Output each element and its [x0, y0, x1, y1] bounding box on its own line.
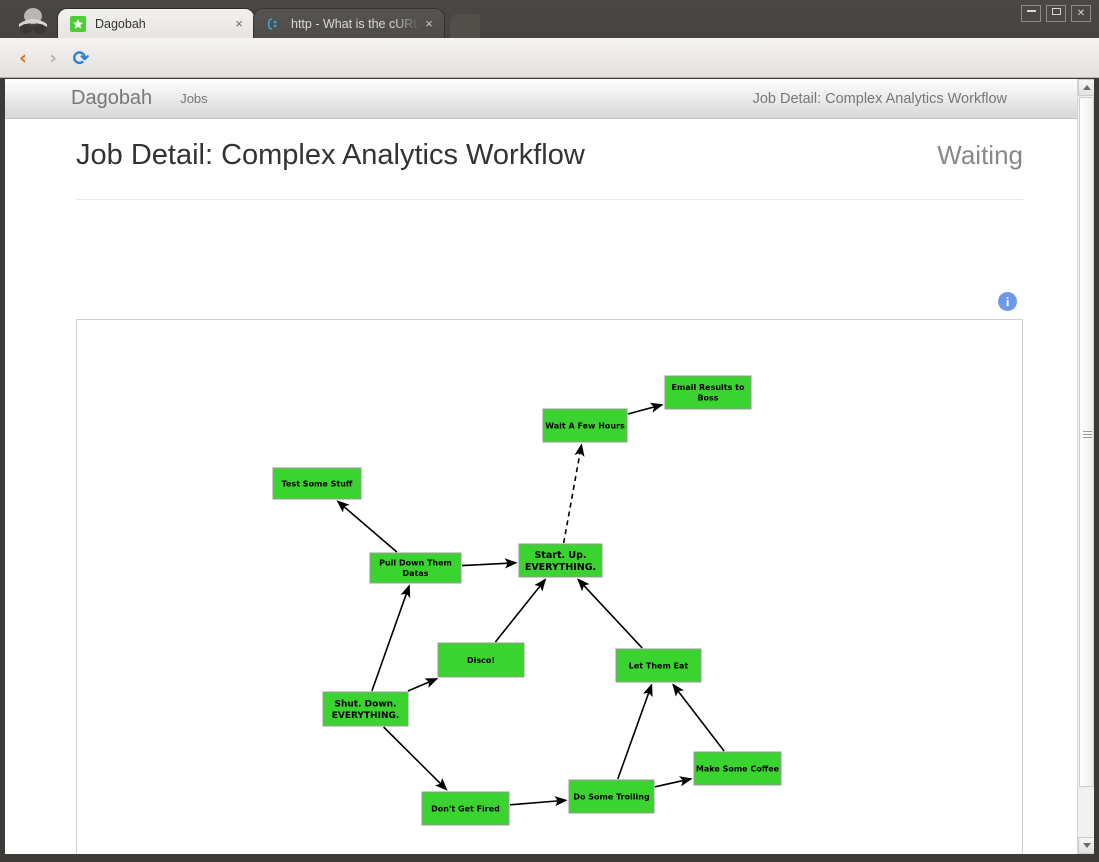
graph-node[interactable]: Let Them Eat	[615, 648, 702, 683]
scroll-up-arrow-icon[interactable]	[1078, 79, 1094, 96]
graph-node-label: Datas	[402, 569, 428, 578]
graph-node-label: Email Results to	[672, 383, 745, 392]
graph-node-label: Pull Down Them	[379, 559, 452, 568]
graph-node-label: Test Some Stuff	[282, 479, 353, 488]
graph-edge	[336, 500, 398, 553]
browser-tab-curl[interactable]: http - What is the cURL c ×	[254, 9, 444, 38]
reload-icon[interactable]: ⟳	[72, 46, 90, 70]
incognito-icon	[14, 8, 52, 34]
browser-tab-dagobah[interactable]: Dagobah ×	[58, 9, 254, 38]
graph-node-label: Do Some Trolling	[573, 792, 650, 801]
tab-title: http - What is the cURL c	[291, 16, 420, 31]
scrollbar-grip-icon	[1083, 431, 1092, 438]
scrollbar-thumb[interactable]	[1079, 97, 1094, 787]
graph-node-label: EVERYTHING.	[332, 711, 400, 721]
graph-node[interactable]: Shut. Down. EVERYTHING.	[322, 691, 409, 727]
new-tab-button[interactable]	[450, 14, 480, 38]
browser-toolbar: ‹ › ⟳ localhost:9000/job/1 ☆	[0, 38, 1099, 109]
graph-node-box[interactable]	[615, 648, 702, 683]
graph-edges	[336, 402, 725, 807]
graph-node-box[interactable]	[437, 642, 525, 678]
job-status-text: Waiting	[937, 140, 1023, 170]
page-title: Job Detail: Complex Analytics Workflow	[76, 139, 585, 171]
graph-node-label: Make Some Coffee	[696, 764, 780, 773]
page-scrollbar[interactable]	[1077, 79, 1094, 854]
nav-link-jobs[interactable]: Jobs	[180, 91, 208, 106]
info-icon[interactable]: i	[998, 292, 1017, 311]
graph-node-box[interactable]	[518, 543, 603, 578]
tab-close-icon[interactable]: ×	[235, 16, 243, 31]
graph-edge	[509, 796, 568, 807]
page-header: Job Detail: Complex Analytics Workflow W…	[76, 139, 1023, 172]
navbar-job-title: Job Detail: Complex Analytics Workflow	[752, 90, 1007, 107]
header-divider	[76, 199, 1023, 200]
tab-strip: Dagobah × http - What is the cURL c × ✕	[0, 0, 1099, 38]
graph-node-label: Disco!	[467, 656, 495, 665]
graph-node-label: Wait A Few Hours	[545, 421, 625, 430]
app-navbar: Dagobah Jobs Job Detail: Complex Analyti…	[5, 79, 1077, 119]
graph-node[interactable]: Disco!	[437, 642, 525, 678]
graph-node-label: Boss	[697, 394, 718, 403]
forward-icon[interactable]: ›	[49, 47, 57, 69]
window-close-button[interactable]: ✕	[1071, 5, 1091, 22]
graph-edge	[577, 578, 643, 649]
graph-node[interactable]: Make Some Coffee	[693, 751, 782, 786]
code-favicon-icon	[266, 16, 282, 32]
graph-node-label: EVERYTHING.	[525, 562, 596, 573]
graph-node-box[interactable]	[693, 751, 782, 786]
graph-node-label: Don't Get Fired	[431, 804, 500, 813]
app-brand[interactable]: Dagobah	[71, 87, 153, 109]
window-frame-left	[0, 79, 5, 862]
graph-node[interactable]: Email Results to Boss	[664, 375, 752, 410]
graph-edge	[627, 402, 664, 415]
graph-edge	[672, 683, 725, 752]
tab-close-icon[interactable]: ×	[425, 16, 433, 31]
graph-node[interactable]: Start. Up.EVERYTHING.	[518, 543, 603, 578]
window-minimize-button[interactable]	[1021, 5, 1041, 22]
graph-node-label: Let Them Eat	[629, 661, 689, 670]
tab-title: Dagobah	[95, 16, 146, 31]
graph-edge	[461, 558, 518, 569]
graph-edge	[654, 776, 693, 788]
graph-node-label: Start. Up.	[534, 550, 586, 561]
back-icon[interactable]: ‹	[19, 47, 27, 69]
graph-edge	[371, 584, 411, 692]
graph-node-box[interactable]	[272, 467, 362, 500]
star-favicon-icon	[70, 15, 86, 32]
window-controls: ✕	[1021, 5, 1091, 22]
graph-node-box[interactable]	[568, 779, 655, 814]
graph-node[interactable]: Wait A Few Hours	[542, 408, 628, 443]
graph-edge	[617, 683, 653, 780]
graph-edge	[494, 578, 547, 643]
page-viewport: Dagobah Jobs Job Detail: Complex Analyti…	[5, 79, 1094, 854]
graph-node-box[interactable]	[322, 691, 409, 727]
graph-node[interactable]: Do Some Trolling	[568, 779, 655, 814]
graph-node[interactable]: Test Some Stuff	[272, 467, 362, 500]
scroll-down-arrow-icon[interactable]	[1078, 837, 1094, 854]
graph-node-box[interactable]	[542, 408, 628, 443]
graph-edge	[383, 726, 448, 791]
graph-node-box[interactable]	[421, 791, 510, 826]
graph-node-label: Shut. Down.	[335, 699, 397, 709]
graph-node-box[interactable]	[664, 375, 752, 410]
graph-node-box[interactable]	[369, 552, 462, 584]
window-frame-bottom	[0, 854, 1099, 862]
graph-edge	[562, 443, 585, 544]
window-maximize-button[interactable]	[1046, 5, 1066, 22]
window-frame-right	[1094, 79, 1099, 862]
graph-node[interactable]: Don't Get Fired	[421, 791, 510, 826]
graph-edge	[407, 678, 439, 692]
